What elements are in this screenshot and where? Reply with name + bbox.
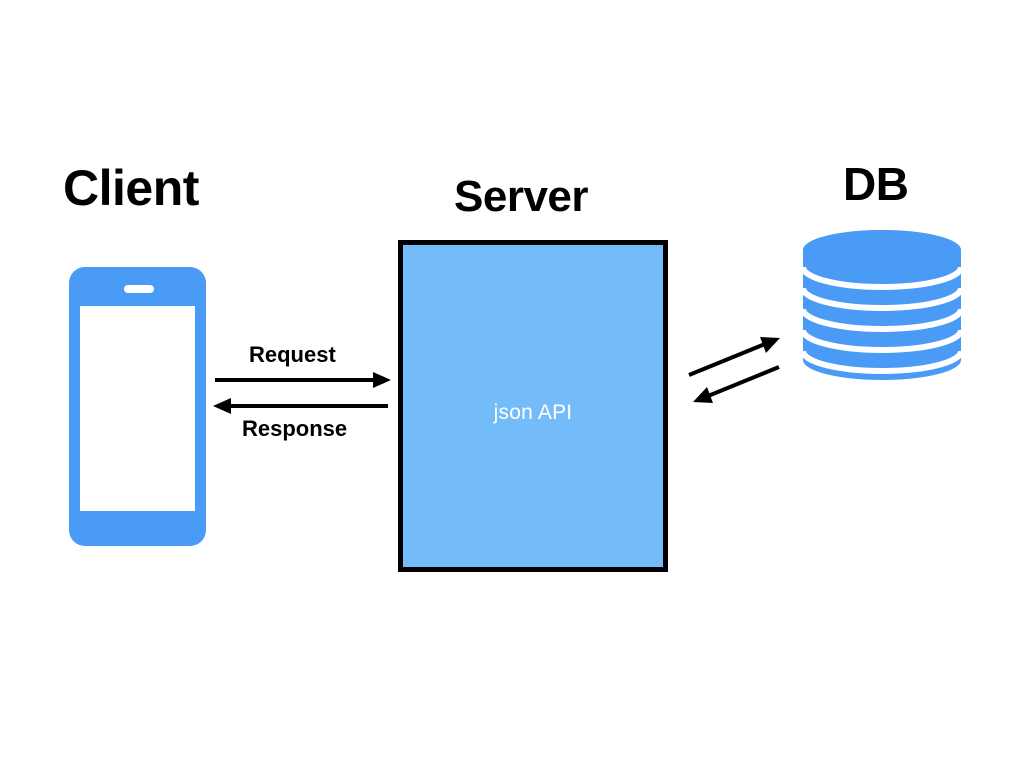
client-title: Client xyxy=(63,160,199,216)
response-arrow xyxy=(213,398,388,414)
database-cylinder-icon xyxy=(803,230,961,380)
client-node[interactable] xyxy=(69,267,206,546)
phone-screen xyxy=(80,306,195,511)
phone-speaker-icon xyxy=(124,285,154,293)
db-node[interactable] xyxy=(803,230,961,380)
server-inner-label: json API xyxy=(493,401,573,424)
db-title: DB xyxy=(843,158,909,210)
request-arrow-label: Request xyxy=(249,342,336,367)
server-node[interactable]: json API xyxy=(398,240,668,572)
db-to-server-arrow xyxy=(693,365,780,403)
response-arrow-label: Response xyxy=(242,416,348,441)
server-title: Server xyxy=(454,172,589,221)
server-to-db-arrow xyxy=(688,337,780,377)
request-arrow xyxy=(215,372,391,388)
